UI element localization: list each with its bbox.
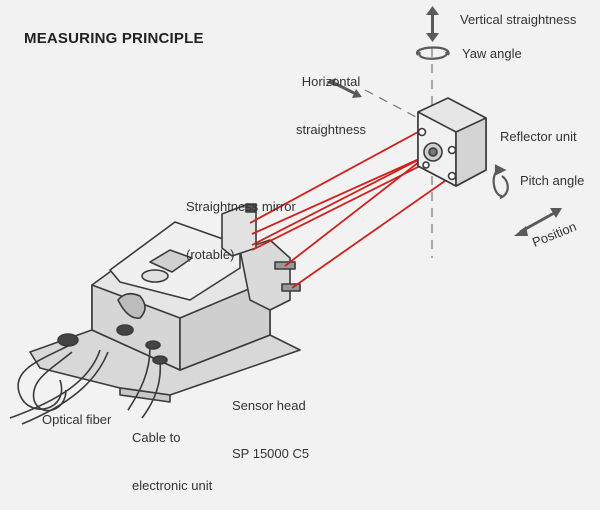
sensor-head	[29, 203, 301, 403]
straightness-mirror-line2: (rotable)	[186, 247, 235, 262]
reflector-unit	[417, 97, 487, 187]
position-arrow-icon	[514, 208, 562, 236]
cable-label: Cable to electronic unit	[132, 398, 212, 510]
optical-fiber-label: Optical fiber	[42, 412, 112, 427]
straightness-mirror-label: Straightness mirror (rotable)	[186, 167, 296, 279]
vertical-straightness-label: Vertical straightness	[460, 12, 577, 27]
pitch-rotation-icon	[492, 164, 509, 200]
diagram-title: MEASURING PRINCIPLE	[24, 30, 204, 47]
reflector-unit-label: Reflector unit	[500, 129, 577, 144]
horizontal-straightness-line2: straightness	[295, 122, 367, 137]
yaw-rotation-icon	[416, 46, 450, 60]
vertical-arrow-icon	[426, 6, 439, 42]
horizontal-arrow-icon	[326, 78, 362, 98]
cables	[9, 344, 162, 425]
cable-line1: Cable to	[132, 430, 181, 445]
sensor-head-line2: SP 15000 C5	[232, 446, 310, 461]
horizontal-straightness-line1: Horizontal	[301, 74, 361, 89]
horizontal-straightness-label: Horizontal straightness	[286, 42, 376, 154]
yaw-angle-label: Yaw angle	[462, 46, 522, 61]
straightness-mirror-line1: Straightness mirror	[186, 199, 296, 214]
cable-line2: electronic unit	[132, 478, 213, 493]
pitch-angle-label: Pitch angle	[520, 173, 585, 188]
measuring-diagram	[9, 6, 562, 425]
sensor-head-line1: Sensor head	[232, 398, 306, 413]
sensor-head-label: Sensor head SP 15000 C5	[232, 366, 309, 478]
